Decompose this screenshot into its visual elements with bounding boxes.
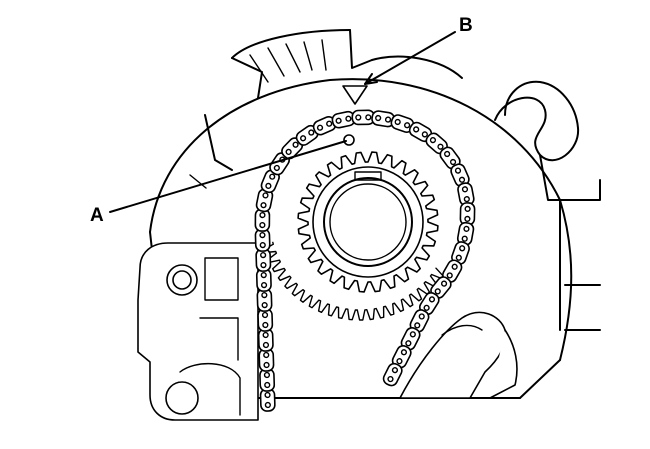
chain-link (259, 388, 276, 412)
chain-link (258, 348, 275, 372)
chain-link (391, 344, 412, 369)
lower-sprocket (263, 241, 444, 321)
pointer-mark (342, 85, 368, 105)
chain-link (459, 202, 476, 226)
crank-sprocket (297, 151, 439, 293)
chain-link (255, 188, 274, 213)
chain-link (351, 109, 376, 126)
chain-link (439, 146, 461, 170)
chain-link (382, 362, 403, 387)
leader-lines (109, 31, 456, 213)
chain-link (371, 110, 395, 128)
chain-tensioner (399, 311, 518, 399)
chain-link (312, 115, 337, 136)
timing-chain (254, 109, 476, 412)
lower-bracket (137, 242, 259, 421)
chain-link (442, 259, 463, 283)
chain-link (269, 152, 290, 176)
chain-link (254, 228, 271, 252)
chain-link (255, 268, 272, 292)
chain-link (254, 208, 271, 232)
chain-link (255, 248, 272, 272)
chain-link (457, 182, 475, 207)
chain-link (430, 276, 452, 299)
callout-b: B (459, 15, 473, 36)
chain-link (259, 368, 276, 392)
chain-link (256, 288, 273, 312)
chain-link (257, 308, 274, 332)
engine-housing (149, 29, 601, 399)
leader-line-b (364, 31, 456, 85)
chain-link (331, 110, 356, 129)
chain-link (400, 327, 421, 351)
callout-a: A (90, 205, 104, 226)
chain-link (450, 163, 470, 187)
marked-chain-link (343, 134, 355, 146)
chain-link (257, 328, 274, 352)
leader-line-a (109, 140, 347, 213)
